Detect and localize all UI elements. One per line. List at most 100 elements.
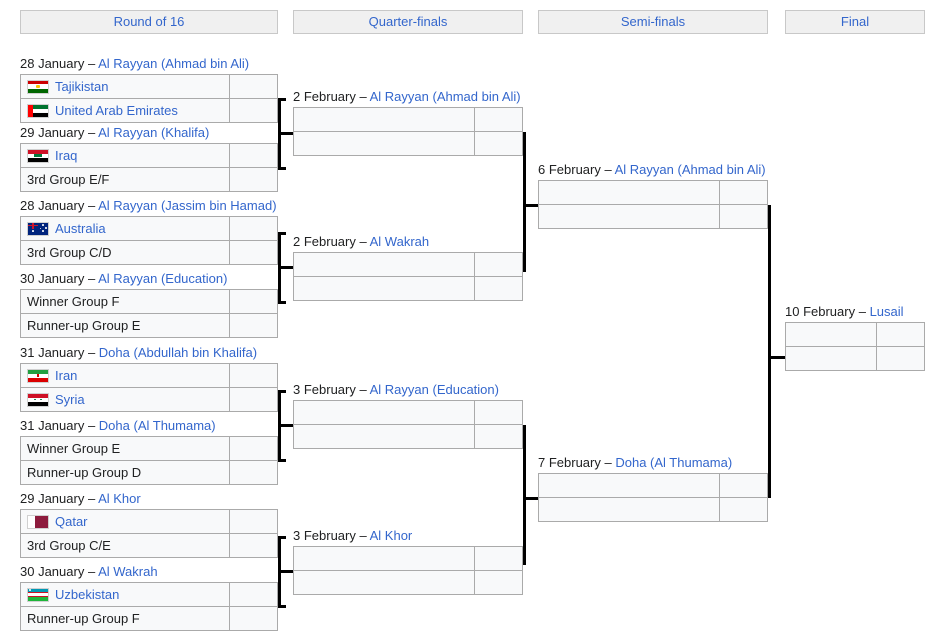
flag-icon-ae xyxy=(27,103,49,118)
match-venue-link[interactable]: Al Rayyan (Ahmad bin Ali) xyxy=(369,89,521,104)
date-venue-separator: – xyxy=(84,56,99,71)
team-cell xyxy=(539,181,719,204)
team-name-link[interactable]: Tajikistan xyxy=(55,79,109,94)
score-cell xyxy=(229,364,277,387)
match-venue-link[interactable]: Al Rayyan (Ahmad bin Ali) xyxy=(98,56,250,71)
match-date-venue: 28 January – Al Rayyan (Jassim bin Hamad… xyxy=(20,195,278,217)
match-date: 28 January xyxy=(20,56,85,71)
score-cell xyxy=(719,181,767,204)
team-name-link[interactable]: Syria xyxy=(55,392,85,407)
date-venue-separator: – xyxy=(84,418,99,433)
team-cell: Runner-up Group F xyxy=(21,607,229,630)
bracket-connector xyxy=(278,301,286,304)
date-venue-separator: – xyxy=(84,198,99,213)
date-venue-separator: – xyxy=(355,89,370,104)
bracket-connector xyxy=(278,459,286,462)
team-cell xyxy=(294,401,474,424)
match-venue-link[interactable]: Al Rayyan (Ahmad bin Ali) xyxy=(614,162,766,177)
match-venue-link[interactable]: Al Wakrah xyxy=(369,234,430,249)
match-venue-link[interactable]: Doha (Abdullah bin Khalifa) xyxy=(98,345,258,360)
team-cell: Runner-up Group E xyxy=(21,314,229,337)
score-cell xyxy=(719,474,767,497)
team-name-link[interactable]: Uzbekistan xyxy=(55,587,120,602)
match-row xyxy=(293,252,523,277)
team-cell xyxy=(294,132,474,155)
team-cell xyxy=(539,474,719,497)
match-row xyxy=(293,276,523,301)
match-date: 6 February xyxy=(538,162,601,177)
match-date-venue: 2 February – Al Wakrah xyxy=(293,231,523,253)
match-venue-link[interactable]: Al Rayyan (Education) xyxy=(369,382,499,397)
bracket-connector xyxy=(523,132,526,272)
team-placeholder-label: Runner-up Group F xyxy=(27,611,140,626)
match-venue-link[interactable]: Doha (Al Thumama) xyxy=(98,418,216,433)
team-name-link[interactable]: Australia xyxy=(55,221,106,236)
round-header-quarter-finals[interactable]: Quarter-finals xyxy=(293,10,523,34)
bracket-connector xyxy=(278,167,286,170)
team-placeholder-label: Winner Group F xyxy=(27,294,120,309)
team-name-link[interactable]: Qatar xyxy=(55,514,88,529)
score-cell xyxy=(876,347,924,370)
team-cell: Tajikistan xyxy=(21,75,229,98)
match-date-venue: 29 January – Al Rayyan (Khalifa) xyxy=(20,122,278,144)
team-cell xyxy=(294,253,474,276)
match-sf-1: 6 February – Al Rayyan (Ahmad bin Ali) xyxy=(538,159,768,229)
team-name-link[interactable]: United Arab Emirates xyxy=(55,103,178,118)
match-qf-3: 3 February – Al Rayyan (Education) xyxy=(293,379,523,449)
flag-icon-ir xyxy=(27,368,49,383)
bracket-connector xyxy=(278,536,286,539)
round-header-final[interactable]: Final xyxy=(785,10,925,34)
team-name-link[interactable]: Iran xyxy=(55,368,78,383)
round-header-round-of-16[interactable]: Round of 16 xyxy=(20,10,278,34)
score-cell xyxy=(229,99,277,122)
bracket-connector xyxy=(523,497,538,500)
date-venue-separator: – xyxy=(355,234,370,249)
match-r16-4: 30 January – Al Rayyan (Education)Winner… xyxy=(20,268,278,338)
score-cell xyxy=(474,425,522,448)
bracket-connector xyxy=(278,98,286,101)
score-cell xyxy=(719,498,767,521)
score-cell xyxy=(229,607,277,630)
match-venue-link[interactable]: Lusail xyxy=(869,304,904,319)
date-venue-separator: – xyxy=(84,491,99,506)
match-venue-link[interactable]: Al Khor xyxy=(369,528,413,543)
team-name-link[interactable]: Iraq xyxy=(55,148,78,163)
match-venue-link[interactable]: Al Rayyan (Khalifa) xyxy=(98,125,210,140)
team-cell xyxy=(294,108,474,131)
match-date: 3 February xyxy=(293,528,356,543)
match-venue-link[interactable]: Al Wakrah xyxy=(98,564,158,579)
match-venue-link[interactable]: Doha (Al Thumama) xyxy=(615,455,733,470)
match-venue-link[interactable]: Al Khor xyxy=(98,491,141,506)
team-placeholder-label: 3rd Group C/D xyxy=(27,245,112,260)
date-venue-separator: – xyxy=(84,271,99,286)
round-header-semi-finals[interactable]: Semi-finals xyxy=(538,10,768,34)
match-r16-5: 31 January – Doha (Abdullah bin Khalifa)… xyxy=(20,342,278,412)
match-qf-2: 2 February – Al Wakrah xyxy=(293,231,523,301)
match-row xyxy=(293,424,523,449)
match-date: 3 February xyxy=(293,382,356,397)
match-date: 10 February xyxy=(785,304,856,319)
team-cell: Winner Group F xyxy=(21,290,229,313)
match-row xyxy=(538,204,768,229)
match-row: 3rd Group E/F xyxy=(20,167,278,192)
match-date: 29 January xyxy=(20,491,85,506)
team-cell: Australia xyxy=(21,217,229,240)
match-date: 7 February xyxy=(538,455,601,470)
team-cell xyxy=(294,425,474,448)
flag-icon-tj xyxy=(27,79,49,94)
match-venue-link[interactable]: Al Rayyan (Jassim bin Hamad) xyxy=(98,198,277,213)
match-row: Iraq xyxy=(20,143,278,168)
match-row: Qatar xyxy=(20,509,278,534)
team-cell xyxy=(294,571,474,594)
match-r16-3: 28 January – Al Rayyan (Jassim bin Hamad… xyxy=(20,195,278,265)
score-cell xyxy=(229,168,277,191)
match-venue-link[interactable]: Al Rayyan (Education) xyxy=(98,271,228,286)
match-date: 31 January xyxy=(20,418,85,433)
score-cell xyxy=(474,132,522,155)
match-date: 28 January xyxy=(20,198,85,213)
score-cell xyxy=(229,388,277,411)
match-date-venue: 28 January – Al Rayyan (Ahmad bin Ali) xyxy=(20,53,278,75)
flag-icon-qa xyxy=(27,514,49,529)
flag-icon-sy xyxy=(27,392,49,407)
